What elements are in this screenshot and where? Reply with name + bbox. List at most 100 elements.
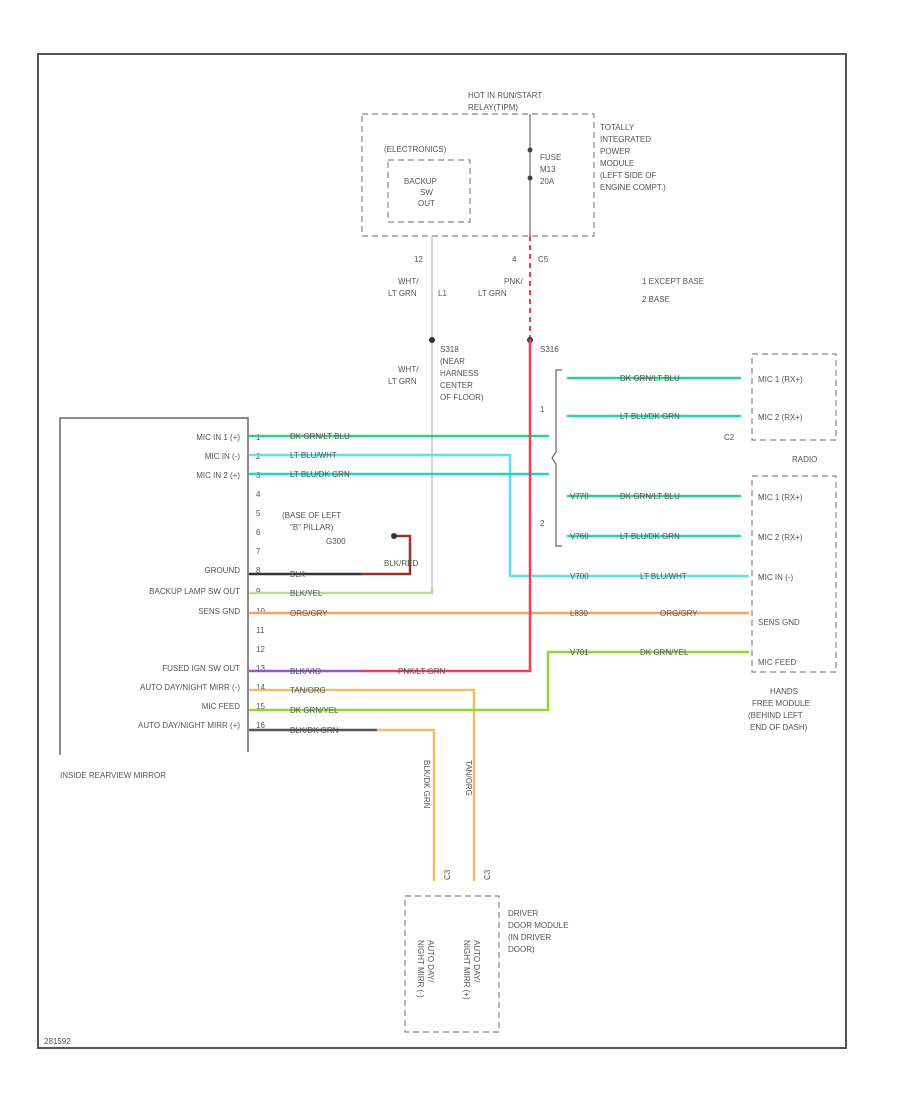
c2-label: C2 [724,433,735,442]
branch-label-1: 1 [540,405,545,414]
wire-right-sens-label: ORG/GRY [660,609,698,618]
mirror-pin-number: 5 [256,509,261,518]
wire-mic1-label: DK GRN/LT BLU [290,432,350,441]
svg-text:S318: S318 [440,345,459,354]
fuse-label-3: 20A [540,177,555,186]
mirror-pins: MIC IN 1 (+)1MIC IN (-)2MIC IN 2 (+)3456… [138,433,265,730]
svg-text:DRIVER: DRIVER [508,909,538,918]
legend-item-1: 1 EXCEPT BASE [642,277,704,286]
mirror-pin-name: SENS GND [198,607,240,616]
svg-text:POWER: POWER [600,147,630,156]
fuse-node-bottom [527,175,533,181]
wire-right-mic1-b-label: DK GRN/LT BLU [620,492,680,501]
mirror-pin-number: 14 [256,683,265,692]
fused-top-pin: 4 [512,255,517,264]
mirror-pin-name: AUTO DAY/NIGHT MIRR (+) [138,721,240,730]
door-wire-2-label: TAN/ORG [464,760,473,796]
diagram-frame [37,53,847,1049]
wire-autoneg [248,688,476,882]
mirror-pin-name: MIC IN 2 (+) [196,471,240,480]
legend-item-2: 2 BASE [642,295,670,304]
tipm-box [361,113,595,237]
hfm-pin-2: MIC FEED [758,658,796,667]
mirror-pin-name: BACKUP LAMP SW OUT [149,587,240,596]
wire-mic2-label: LT BLU/DK GRN [290,470,350,479]
svg-text:TOTALLY: TOTALLY [600,123,635,132]
wire-right-mic1-a-label: DK GRN/LT BLU [620,374,680,383]
svg-text:OF FLOOR): OF FLOOR) [440,393,484,402]
backup-out-2: SW [420,188,433,197]
mirror-pin-number: 6 [256,528,261,537]
hfm-pin-1: SENS GND [758,618,800,627]
wire-backup-label: BLK/YEL [290,589,323,598]
wire-right-feed-circuit: V701 [570,648,589,657]
door-pin-2a: AUTO DAY/ [472,940,481,983]
s318-splice-dot [429,337,435,343]
fused-top-color-1: PNK/ [504,277,523,286]
wire-sensgnd-label: ORG/GRY [290,609,328,618]
door-conn-2: C3 [483,869,492,880]
svg-text:(NEAR: (NEAR [440,357,465,366]
svg-text:ENGINE COMPT.): ENGINE COMPT.) [600,183,666,192]
hfm-group2-0: MIC 1 (RX+) [758,493,803,502]
wire-autopos-label: BLK/DK GRN [290,726,339,735]
branch-label-2: 2 [540,519,545,528]
electronics-label: (ELECTRONICS) [384,145,447,154]
tipm-header-1: HOT IN RUN/START [468,91,542,100]
wire-micneg [248,453,750,578]
svg-text:DOOR MODULE: DOOR MODULE [508,921,568,930]
wire-right-micneg-circuit: V700 [570,572,589,581]
branch-bracket [551,369,562,547]
mirror-title: INSIDE REARVIEW MIRROR [60,771,166,780]
mirror-pin-number: 10 [256,607,265,616]
electronics-box [387,159,471,223]
wire-right-micneg-label: LT BLU/WHT [640,572,687,581]
wire-right-mic1-b-circuit: V770 [570,492,589,501]
svg-text:CENTER: CENTER [440,381,473,390]
fuse-node-top [527,147,533,153]
backup-out-1: BACKUP [404,177,437,186]
hfm-pin-0: MIC IN (-) [758,573,793,582]
backup-top-color-2: LT GRN [388,289,417,298]
wire-right-mic2-b-label: LT BLU/DK GRN [620,532,680,541]
svg-text:HANDS: HANDS [770,687,798,696]
mirror-pin-number: 3 [256,471,261,480]
svg-text:INTEGRATED: INTEGRATED [600,135,651,144]
svg-text:FREE MODULE: FREE MODULE [752,699,810,708]
hfm-description: HANDS FREE MODULE (BEHIND LEFT END OF DA… [748,687,810,732]
radio-label: RADIO [792,455,817,464]
backup-top-pin: 12 [414,255,423,264]
wire-micfeed-label: DK GRN/YEL [290,706,339,715]
wire-ground-red [360,534,412,576]
ground-label: (BASE OF LEFT "B" PILLAR) G300 [282,511,346,546]
mirror-pin-number: 2 [256,452,261,461]
fused-top-connector: C5 [538,255,549,264]
mirror-pin-name: FUSED IGN SW OUT [162,664,240,673]
diagram-id: 281592 [44,1037,71,1046]
door-pin-1a: AUTO DAY/ [426,940,435,983]
hfm-lower-box [751,475,837,673]
mirror-pin-number: 16 [256,721,265,730]
mirror-pin-number: 15 [256,702,265,711]
wire-autoneg-label: TAN/ORG [290,686,326,695]
wire-pnk [360,338,532,673]
svg-text:(BEHIND LEFT: (BEHIND LEFT [748,711,803,720]
fused-top-color-2: LT GRN [478,289,507,298]
wire-right-mic2-a-label: LT BLU/DK GRN [620,412,680,421]
door-pin-1b: NIGHT MIRR (-) [416,940,425,998]
wire-ground-red-label: BLK/RED [384,559,418,568]
backup-top-color-1: WHT/ [398,277,419,286]
mirror-pin-number: 11 [256,626,265,635]
wire-micfeed [248,650,750,712]
fuse-label-1: FUSE [540,153,561,162]
mirror-pin-name: MIC IN (-) [205,452,240,461]
wire-right-sens-circuit: L830 [570,609,588,618]
hfm-group2-1: MIC 2 (RX+) [758,533,803,542]
door-module-box [404,895,500,1033]
wire-door1 [376,728,436,882]
mirror-pin-number: 4 [256,490,261,499]
mirror-pin-number: 13 [256,664,265,673]
mirror-pin-name: MIC IN 1 (+) [196,433,240,442]
svg-text:END OF DASH): END OF DASH) [750,723,808,732]
